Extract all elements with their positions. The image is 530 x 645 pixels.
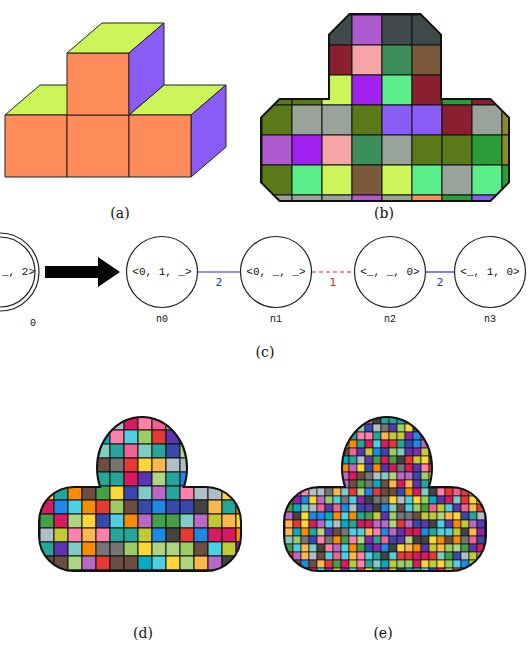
- cube-blocks: [5, 23, 226, 177]
- panel-caption: (b): [374, 205, 394, 221]
- state-node: _, 2> 0: [0, 232, 40, 334]
- mesh-figure: [262, 15, 530, 225]
- mesh-outline: [40, 488, 240, 570]
- node-id: 0: [30, 318, 36, 330]
- state-node: <_, _, 0> n2: [354, 236, 426, 330]
- node-label: <0, _, _>: [246, 266, 305, 279]
- node-label: <_, _, 0>: [360, 266, 419, 279]
- edge-connector: [45, 257, 120, 287]
- mesh-cells: [40, 416, 250, 584]
- state-node: <0, _, _> n1: [240, 236, 312, 330]
- edge-label: 2: [215, 277, 224, 289]
- node-label: _, 2>: [2, 266, 35, 279]
- node-label: <0, 1, _>: [132, 266, 191, 279]
- edge-connector: [426, 272, 454, 273]
- node-id: n2: [384, 314, 396, 326]
- mesh-figure: [40, 416, 250, 584]
- state-node: <0, 1, _> n0: [126, 236, 198, 330]
- edge-label: 1: [329, 277, 338, 289]
- mesh-figures: [40, 15, 530, 584]
- node-id: n3: [484, 314, 496, 326]
- panel-caption: (d): [133, 625, 153, 641]
- mesh-outline: [285, 488, 485, 570]
- mesh-outline: [262, 100, 508, 200]
- edge-label: 2: [436, 277, 445, 289]
- mesh-cells: [285, 416, 493, 576]
- mesh-figure: [285, 416, 493, 576]
- panel-caption: (e): [373, 625, 392, 641]
- edge-connector: [312, 272, 354, 273]
- mesh-outline: [98, 418, 186, 518]
- panel-caption: (c): [256, 344, 275, 360]
- node-label: <_, 1, 0>: [460, 266, 519, 279]
- panel-caption: (a): [110, 205, 129, 221]
- node-id: n1: [270, 314, 282, 326]
- edge-connector: [198, 272, 240, 273]
- mesh-outline: [343, 418, 431, 518]
- state-node: <_, 1, 0> n3: [454, 236, 526, 330]
- node-id: n0: [156, 314, 168, 326]
- mesh-cells: [262, 15, 530, 225]
